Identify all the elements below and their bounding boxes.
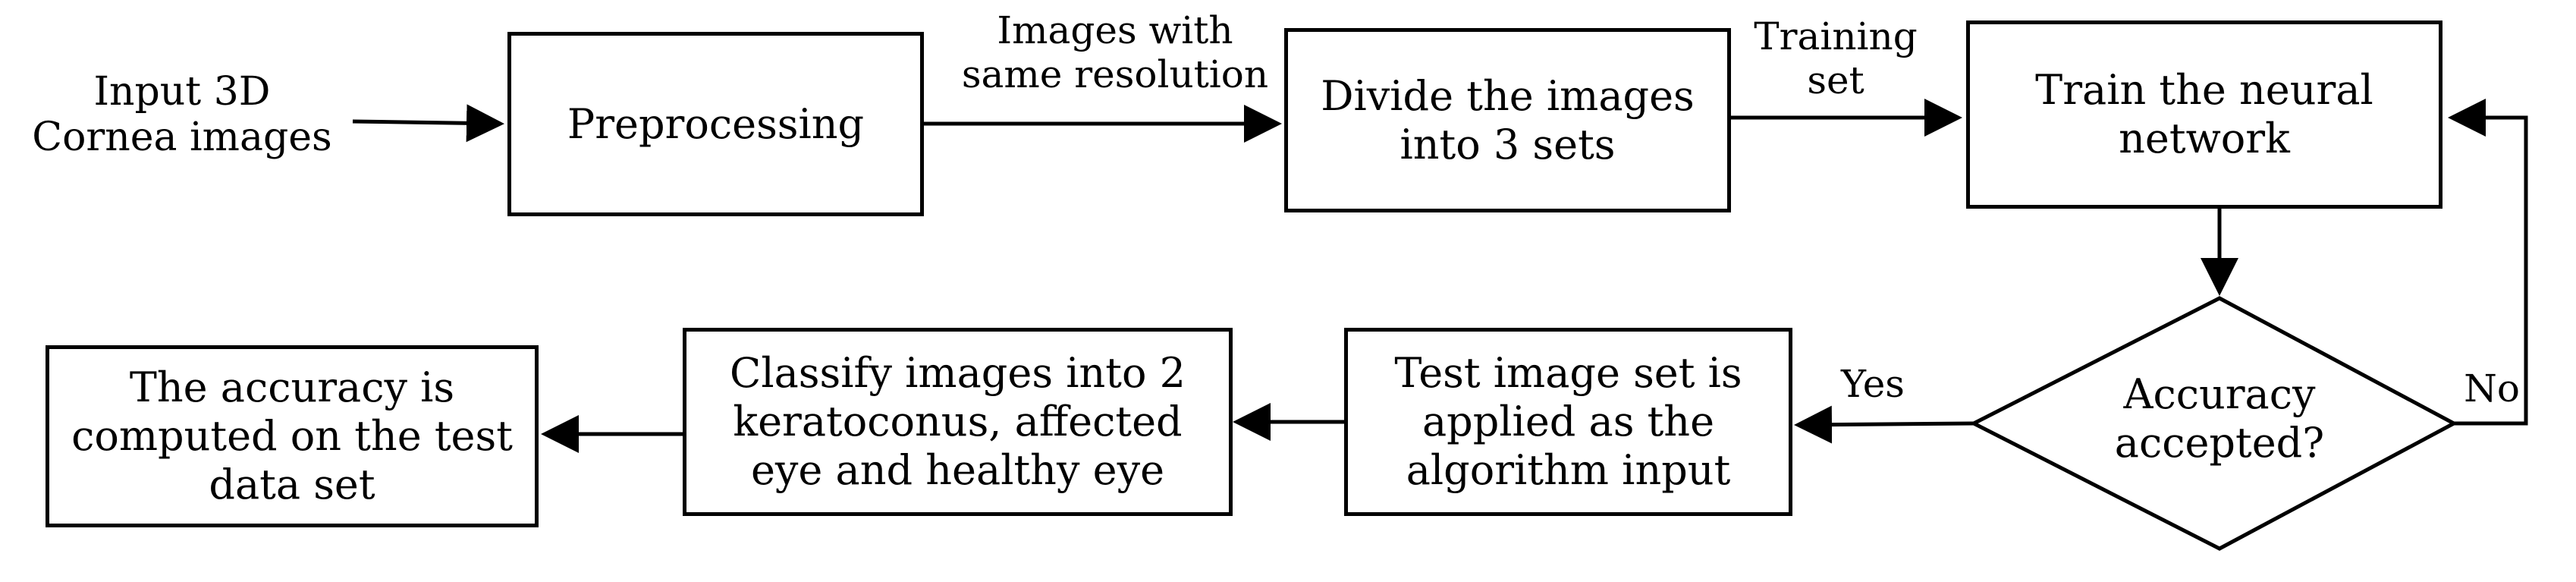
edge-label-training-set: Training set xyxy=(1754,14,1918,102)
test-input-label: Test image set is applied as the algorit… xyxy=(1394,349,1742,494)
train-network-box: Train the neural network xyxy=(1966,20,2442,209)
accuracy-decision-label: Accuracy accepted? xyxy=(2114,370,2325,467)
test-input-box: Test image set is applied as the algorit… xyxy=(1344,328,1792,516)
arrow-input-to-preprocessing xyxy=(352,104,504,143)
divide-sets-box: Divide the images into 3 sets xyxy=(1284,28,1731,212)
input-node: Input 3D Cornea images xyxy=(32,69,332,160)
edge-label-yes: Yes xyxy=(1841,362,1905,406)
divide-sets-label: Divide the images into 3 sets xyxy=(1321,71,1695,168)
arrow-decision-yes-to-test-input xyxy=(1794,405,1974,444)
classify-label: Classify images into 2 keratoconus, affe… xyxy=(730,349,1186,494)
arrow-decision-no-to-train xyxy=(2448,99,2528,426)
accuracy-computed-box: The accuracy is computed on the test dat… xyxy=(46,345,539,527)
accuracy-decision-diamond xyxy=(1969,296,2458,551)
edge-label-no: No xyxy=(2464,367,2520,411)
accuracy-computed-label: The accuracy is computed on the test dat… xyxy=(71,363,513,508)
edge-label-same-resolution: Images with same resolution xyxy=(961,8,1269,96)
preprocessing-label: Preprocessing xyxy=(567,99,865,148)
train-network-label: Train the neural network xyxy=(2035,66,2373,162)
classify-box: Classify images into 2 keratoconus, affe… xyxy=(683,328,1233,516)
preprocessing-box: Preprocessing xyxy=(507,32,924,216)
